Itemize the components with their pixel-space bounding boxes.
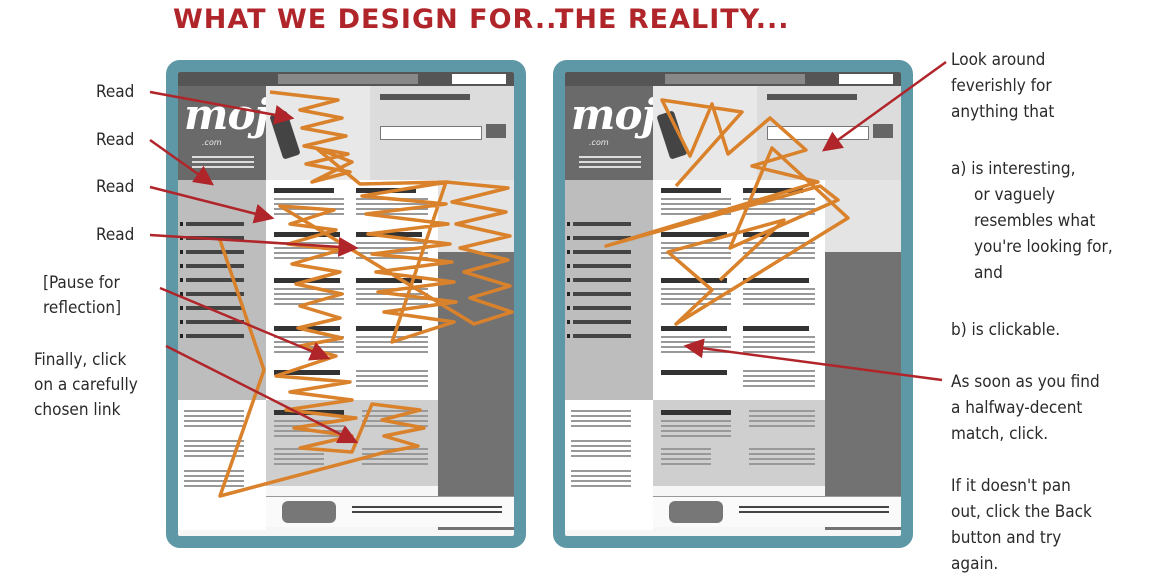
annotation-look-line2: feverishly for <box>951 76 1052 96</box>
mock-main-column <box>653 180 825 400</box>
annotation-soon-line3: match, click. <box>951 424 1049 444</box>
mock-logo-block: mojo .com <box>565 86 684 180</box>
annotation-finally-line2: on a carefully <box>34 375 138 395</box>
annotation-if-line4: again. <box>951 554 999 574</box>
heading-reality: THE REALITY... <box>555 4 790 35</box>
annotation-finally-line1: Finally, click <box>34 350 127 370</box>
mock-right-dark-column <box>438 252 514 530</box>
mock-bottom-middle <box>653 400 825 486</box>
mock-footer-banner <box>653 496 901 527</box>
mock-footer-banner <box>266 496 514 527</box>
mock-topbar <box>565 72 901 86</box>
annotation-a-line5: and <box>974 263 1003 283</box>
mock-bottom-left <box>565 400 653 530</box>
annotation-soon-line2: a halfway-decent <box>951 398 1083 418</box>
annotation-pause-line2: reflection] <box>43 298 122 318</box>
annotation-a-line3: resembles what <box>974 211 1096 231</box>
annotation-soon-line1: As soon as you find <box>951 372 1100 392</box>
mock-bottom-middle <box>266 400 438 486</box>
annotation-read-2: Read <box>96 130 135 150</box>
annotation-pause-line1: [Pause for <box>43 273 120 293</box>
mock-logo-block: mojo .com <box>178 86 297 180</box>
annotation-look-line3: anything that <box>951 102 1055 122</box>
annotation-read-3: Read <box>96 177 135 197</box>
mock-phone-promo <box>653 86 757 180</box>
annotation-b-line: b) is clickable. <box>951 320 1061 340</box>
mock-search-box <box>757 86 901 180</box>
mock-bottom-left <box>178 400 266 530</box>
annotation-a-line1: a) is interesting, <box>951 159 1076 179</box>
annotation-read-4: Read <box>96 225 135 245</box>
phone-icon <box>656 110 688 160</box>
annotation-a-line2: or vaguely <box>974 185 1056 205</box>
mojo-logo-sub: .com <box>589 138 609 147</box>
reality-page-frame: mojo .com <box>553 60 913 548</box>
mock-left-nav <box>565 180 653 400</box>
annotation-if-line2: out, click the Back <box>951 502 1092 522</box>
phone-icon <box>269 110 301 160</box>
mock-search-box <box>370 86 514 180</box>
annotation-finally-line3: chosen link <box>34 400 121 420</box>
annotation-a-line4: you're looking for, <box>974 237 1113 257</box>
mock-topbar <box>178 72 514 86</box>
annotation-if-line3: button and try <box>951 528 1062 548</box>
design-for-page-frame: mojo .com <box>166 60 526 548</box>
mock-phone-promo <box>266 86 370 180</box>
mock-left-nav <box>178 180 266 400</box>
annotation-look-line1: Look around <box>951 50 1046 70</box>
mojo-logo-sub: .com <box>202 138 222 147</box>
annotation-if-line1: If it doesn't pan <box>951 476 1071 496</box>
heading-design-for: WHAT WE DESIGN FOR... <box>173 4 569 35</box>
annotation-read-1: Read <box>96 82 135 102</box>
mock-main-column <box>266 180 438 400</box>
mock-right-dark-column <box>825 252 901 530</box>
